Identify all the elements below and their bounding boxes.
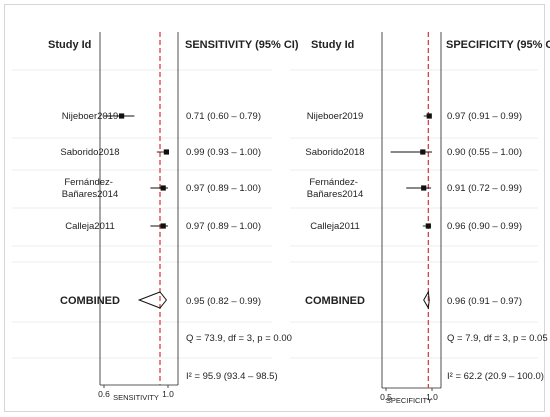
study-label: Fernández- Bañares2014: [62, 177, 119, 200]
heterogeneity-i2: I² = 62.2 (20.9 – 100.0): [447, 371, 544, 382]
study-label: Fernández- Bañares2014: [307, 177, 364, 200]
study-label: Calleja2011: [65, 221, 114, 232]
heterogeneity-i2: I² = 95.9 (93.4 – 98.5): [186, 371, 278, 382]
point-estimate: [163, 149, 169, 155]
study-label: Nijeboer2019: [62, 111, 119, 122]
ci-label: 0.96 (0.90 – 0.99): [447, 221, 522, 232]
point-estimate: [421, 185, 427, 191]
combined-diamond: [423, 290, 430, 310]
combined-ci-label: 0.96 (0.91 – 0.97): [447, 296, 522, 307]
ci-label: 0.91 (0.72 – 0.99): [447, 183, 522, 194]
point-estimate: [420, 149, 426, 155]
specificity-panel: Study Id SPECIFICITY (95% CI) Nijeboer20…: [290, 32, 550, 405]
ci-label: 0.97 (0.89 – 1.00): [186, 221, 261, 232]
study-id-header: Study Id: [48, 39, 91, 51]
study-id-header: Study Id: [311, 39, 354, 51]
x-tick-label: 1.0: [162, 389, 174, 399]
point-estimate: [160, 223, 166, 229]
point-estimate: [160, 185, 166, 191]
heterogeneity-q: Q = 7.9, df = 3, p = 0.05: [447, 333, 548, 344]
x-axis-label: SPECIFICITY: [386, 396, 432, 405]
figure-frame: [4, 4, 545, 412]
ci-label: 0.71 (0.60 – 0.79): [186, 111, 261, 122]
x-axis-label: SENSITIVITY: [113, 393, 159, 402]
study-label: Nijeboer2019: [307, 111, 364, 122]
study-label: Calleja2011: [310, 221, 359, 232]
point-estimate: [425, 223, 431, 229]
sensitivity-panel: Study Id SENSITIVITY (95% CI) Nijeboer20…: [12, 32, 299, 402]
combined-diamond: [137, 291, 168, 309]
heterogeneity-q: Q = 73.9, df = 3, p = 0.00: [186, 333, 292, 344]
estimate-header: SPECIFICITY (95% CI): [446, 39, 550, 51]
point-estimate: [426, 113, 432, 119]
combined-ci-label: 0.95 (0.82 – 0.99): [186, 296, 261, 307]
estimate-header: SENSITIVITY (95% CI): [185, 39, 299, 51]
ci-label: 0.97 (0.91 – 0.99): [447, 111, 522, 122]
ci-label: 0.90 (0.55 – 1.00): [447, 147, 522, 158]
combined-label: COMBINED: [60, 295, 120, 307]
x-tick-label: 0.5: [380, 392, 392, 402]
ci-label: 0.97 (0.89 – 1.00): [186, 183, 261, 194]
combined-label: COMBINED: [305, 295, 365, 307]
ci-label: 0.99 (0.93 – 1.00): [186, 147, 261, 158]
study-label: Saborido2018: [305, 147, 364, 158]
study-label: Saborido2018: [60, 147, 119, 158]
x-tick-label: 0.6: [98, 389, 110, 399]
x-tick-label: 1.0: [426, 392, 438, 402]
point-estimate: [119, 113, 125, 119]
